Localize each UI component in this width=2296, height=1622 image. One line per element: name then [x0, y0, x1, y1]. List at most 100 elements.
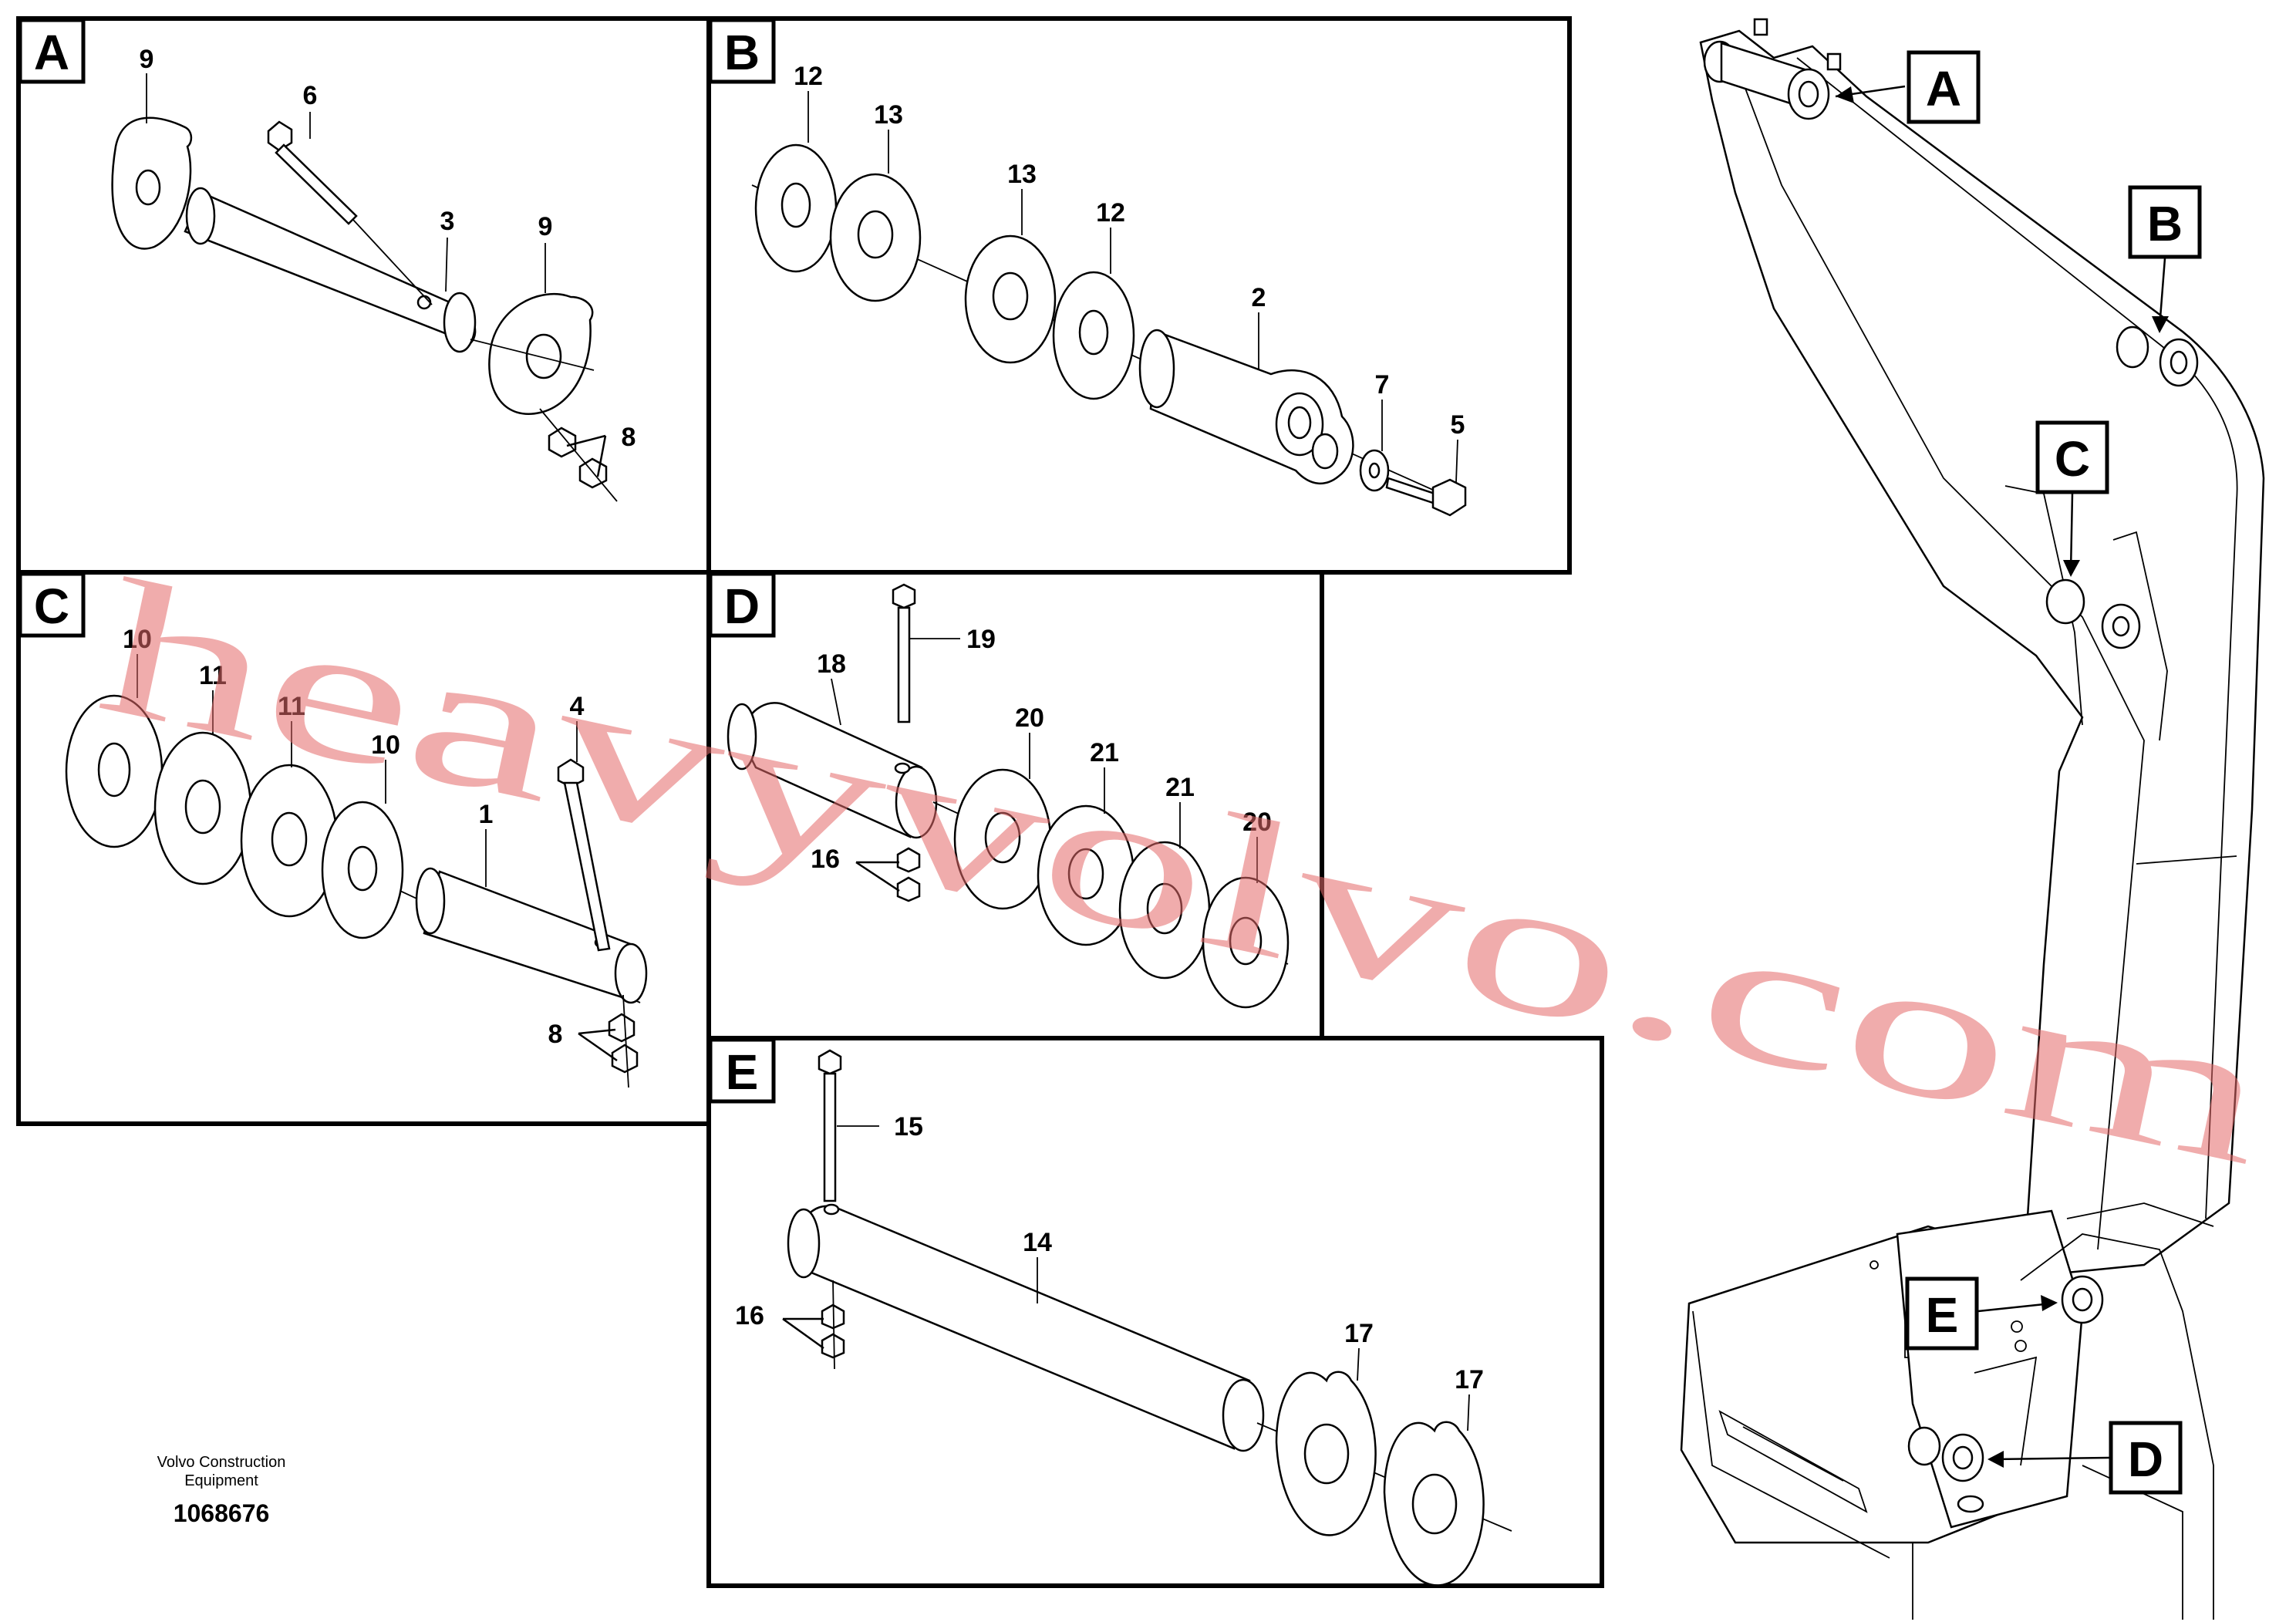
boom-bracket	[2004, 485, 2083, 726]
washer-17-a	[1275, 1371, 1377, 1536]
panel-b: B	[706, 16, 1572, 575]
panel-e-frame	[706, 1036, 1604, 1588]
footer-caption-line2: Equipment	[184, 1472, 258, 1489]
callout-d: D	[1988, 1421, 2183, 1495]
panel-a-letter-box	[18, 18, 86, 84]
watermark: heavyvolvo.com	[84, 539, 2286, 1207]
boom-foot-line	[2066, 1202, 2214, 1227]
leader-3	[445, 237, 448, 292]
callout-d-letter: D	[2128, 1431, 2163, 1487]
label-e-17-b: 17	[1455, 1365, 1484, 1394]
washer-13-b	[964, 234, 1057, 364]
label-d-19: 19	[966, 625, 996, 654]
pivot-a	[1703, 18, 1842, 120]
label-b-12-b: 12	[1096, 198, 1125, 228]
panel-b-letter-box	[708, 18, 776, 84]
label-d-20-a: 20	[1015, 703, 1044, 733]
washer-9-right	[470, 293, 595, 415]
pin-3	[184, 187, 477, 353]
washer-11-b	[240, 764, 339, 918]
label-b-2: 2	[1252, 283, 1266, 312]
boom-inner-edge	[1735, 61, 2145, 1250]
panel-a-letter: A	[34, 25, 69, 80]
document-number: 1068676	[174, 1499, 270, 1527]
pivot-c	[2045, 578, 2141, 649]
nuts-8	[539, 408, 618, 502]
leader-18	[831, 678, 841, 726]
callout-e: E	[1905, 1276, 2058, 1351]
label-e-17-a: 17	[1344, 1319, 1374, 1348]
nuts-16-e	[782, 1280, 845, 1370]
label-b-13-a: 13	[874, 100, 903, 130]
label-e-15: 15	[894, 1112, 923, 1141]
bolt-6	[267, 120, 433, 305]
label-c-10-b: 10	[371, 730, 400, 760]
machine-base	[1680, 1209, 2214, 1620]
panel-e-letter-box	[708, 1037, 776, 1104]
pin-1	[415, 867, 648, 1004]
callout-a: A	[1835, 50, 1981, 124]
washer-20-b	[1202, 876, 1290, 1009]
label-b-5: 5	[1451, 410, 1465, 440]
pin-14	[787, 1203, 1265, 1452]
label-a-8: 8	[622, 423, 636, 452]
washer-10-b	[321, 801, 404, 939]
panel-d-letter-box	[708, 572, 776, 638]
washer-7	[1359, 449, 1390, 492]
washer-20-a	[953, 768, 1052, 910]
label-a-9-left: 9	[140, 45, 154, 74]
label-a-3: 3	[440, 207, 455, 236]
label-c-11-b: 11	[278, 692, 305, 721]
leader-5	[1455, 439, 1458, 483]
label-e-16: 16	[735, 1301, 764, 1330]
panel-e: E 15 14	[706, 1036, 1604, 1588]
pivot-b	[2116, 325, 2199, 387]
washer-9-left	[111, 116, 193, 250]
callout-b: B	[2128, 185, 2202, 333]
panel-b-letter: B	[724, 25, 760, 80]
label-c-8: 8	[548, 1020, 563, 1049]
label-c-1: 1	[479, 800, 494, 829]
panel-c-letter: C	[34, 578, 69, 634]
leader-17b	[1467, 1394, 1470, 1431]
label-a-9-right: 9	[538, 212, 553, 241]
callout-b-letter: B	[2147, 196, 2183, 251]
pivot-e	[2061, 1275, 2104, 1324]
footer: Volvo Construction Equipment 1068676	[157, 1454, 286, 1527]
label-a-6: 6	[303, 81, 318, 110]
pivot-d	[1907, 1426, 1984, 1482]
label-d-16: 16	[811, 845, 840, 874]
washer-13-a	[829, 173, 922, 302]
panel-a: A	[16, 16, 711, 575]
label-d-18: 18	[817, 649, 846, 679]
washer-12-b	[1052, 271, 1135, 400]
boom-rib	[2136, 855, 2237, 865]
leader-17a	[1357, 1347, 1360, 1381]
washer-11-a	[153, 731, 252, 885]
label-d-21-a: 21	[1090, 738, 1119, 767]
pin-2	[1138, 329, 1354, 485]
nuts-16-d	[855, 847, 921, 902]
footer-caption-line1: Volvo Construction	[157, 1454, 286, 1471]
callout-c-letter: C	[2055, 431, 2090, 487]
label-c-4: 4	[570, 692, 585, 721]
bolt-4	[557, 758, 611, 952]
label-b-7: 7	[1375, 370, 1390, 400]
nuts-8-c	[578, 994, 639, 1088]
panel-d-letter: D	[724, 578, 760, 634]
pin-18	[727, 702, 938, 839]
label-e-14: 14	[1023, 1228, 1052, 1257]
washer-17-b	[1383, 1421, 1485, 1587]
bolt-19	[892, 583, 916, 723]
boom-bracket-2	[2112, 531, 2168, 741]
washer-12-a	[754, 143, 838, 273]
bolt-5	[1385, 477, 1467, 517]
bolt-15	[818, 1049, 842, 1202]
callout-a-letter: A	[1926, 61, 1961, 116]
panel-c: C	[16, 570, 711, 1126]
label-d-20-b: 20	[1242, 808, 1272, 837]
label-c-11-a: 11	[199, 661, 227, 690]
label-c-10-a: 10	[123, 625, 152, 654]
label-b-13-b: 13	[1007, 160, 1037, 189]
